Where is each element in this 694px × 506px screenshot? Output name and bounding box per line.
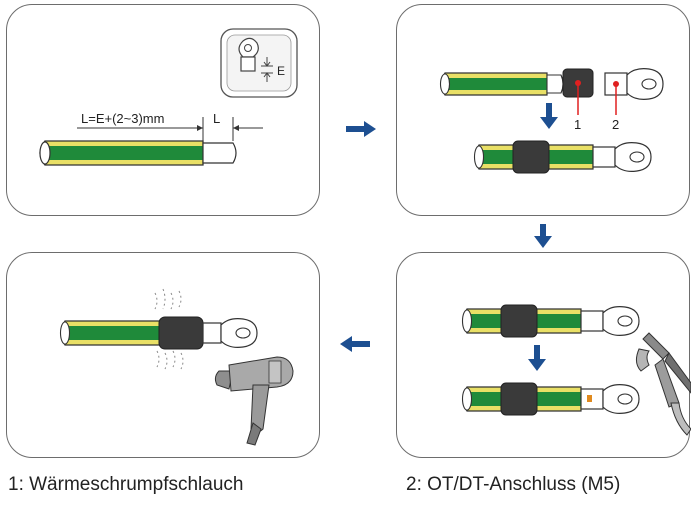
right-arrow-icon [346, 121, 376, 137]
strip-length-formula: L=E+(2~3)mm [81, 111, 164, 126]
down-arrow-icon [528, 345, 546, 371]
terminal-dimension-inset: E [220, 28, 298, 98]
crimping-tool-icon [635, 332, 691, 436]
cable-before-crimp [461, 304, 640, 338]
step-heat-shrink-panel [6, 252, 320, 458]
assemble-illustration: 1 2 [439, 68, 664, 174]
callout-terminal: 2 [612, 81, 619, 132]
down-arrow-icon [534, 224, 552, 248]
callout-2-label: 2 [612, 117, 619, 132]
heat-shrink-illustration [59, 288, 294, 446]
strip-cable-illustration: E L=E+(2~3)mm L [39, 28, 298, 166]
cable-with-shrunk-sleeve [59, 316, 258, 350]
heat-waves [154, 288, 184, 370]
legend-item-ot-dt-terminal: 2: OT/DT-Anschluss (M5) [406, 474, 621, 495]
stripped-cable-short [439, 72, 564, 96]
callout-1-label: 1 [574, 117, 581, 132]
cable-after-crimp [461, 382, 640, 416]
step-crimp-panel [396, 252, 691, 458]
heat-gun-icon [214, 356, 294, 446]
left-arrow-icon [340, 336, 370, 352]
dimension-e-label: E [277, 64, 285, 78]
strip-length-l-label: L [213, 111, 220, 126]
step-strip-cable-panel: E L=E+(2~3)mm L [6, 4, 320, 216]
crimp-illustration [461, 304, 691, 436]
stripped-ground-cable [39, 140, 237, 166]
down-arrow-icon [540, 103, 558, 129]
cable-with-sleeve-and-terminal [473, 140, 652, 174]
step-assemble-panel: 1 2 [396, 4, 690, 216]
callout-heat-shrink: 1 [574, 80, 581, 132]
legend-item-heat-shrink: 1: Wärmeschrumpfschlauch [8, 474, 244, 495]
ring-terminal-icon [238, 37, 259, 72]
